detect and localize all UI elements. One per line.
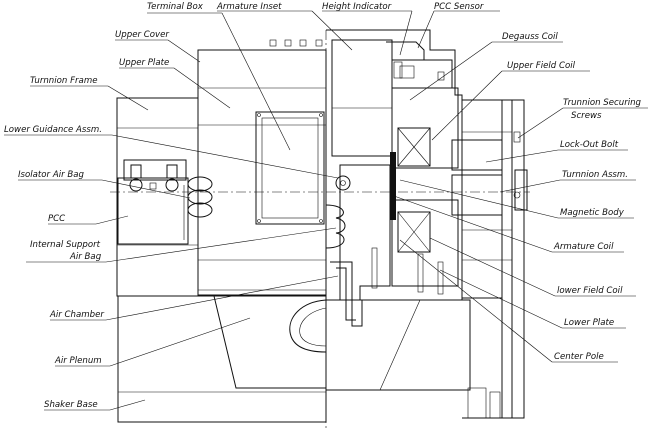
label-turnnion-assm: Turnnion Assm. <box>562 170 628 180</box>
leader-lines <box>4 10 648 411</box>
cross-section <box>325 29 528 419</box>
center-pole <box>339 164 391 301</box>
label-armature-inset: Armature Inset <box>216 2 282 12</box>
label-degauss-coil: Degauss Coil <box>502 32 558 42</box>
label-air-chamber: Air Chamber <box>49 310 104 320</box>
label-lock-out-bolt: Lock-Out Bolt <box>560 140 619 150</box>
lower-field-coil-body <box>391 199 459 287</box>
air-plenum-shape <box>213 295 326 389</box>
label-air-plenum: Air Plenum <box>54 356 102 366</box>
bolts <box>371 247 444 295</box>
label-lower-field-coil: lower Field Coil <box>557 286 623 296</box>
label-armature-coil: Armature Coil <box>553 242 614 252</box>
label-screws: Screws <box>571 111 602 121</box>
armature-coil-band <box>390 152 396 220</box>
label-upper-field-coil: Upper Field Coil <box>507 61 576 71</box>
label-turnnion-frame: Turnnion Frame <box>30 76 97 86</box>
label-upper-plate: Upper Plate <box>119 58 169 68</box>
label-pcc: PCC <box>48 214 65 224</box>
exterior-view <box>116 39 327 423</box>
air-chamber-channel <box>330 261 363 327</box>
label-height-indicator: Height Indicator <box>322 2 392 12</box>
label-center-pole: Center Pole <box>554 352 604 362</box>
label-air-bag: Air Bag <box>69 252 102 262</box>
isolator-air-bag <box>187 176 213 218</box>
pcc-connectors <box>123 159 187 192</box>
label-lower-plate: Lower Plate <box>564 318 614 328</box>
label-shaker-base: Shaker Base <box>44 400 98 410</box>
internal-support-air-bag <box>325 204 346 249</box>
label-trunnion-securing: Trunnion Securing <box>563 98 642 108</box>
label-magnetic-body: Magnetic Body <box>560 208 625 218</box>
label-upper-cover: Upper Cover <box>115 30 169 40</box>
label-terminal-box: Terminal Box <box>147 2 204 12</box>
label-internal-support: Internal Support <box>30 240 101 250</box>
label-lower-guidance: Lower Guidance Assm. <box>4 125 102 135</box>
terminal-box-panel <box>255 111 325 225</box>
label-pcc-sensor: PCC Sensor <box>434 2 484 12</box>
top-connectors <box>269 39 323 47</box>
labels: Terminal Box Armature Inset Height Indic… <box>4 2 642 410</box>
trunnion-assembly <box>451 99 528 419</box>
label-isolator-air-bag: Isolator Air Bag <box>18 170 85 180</box>
lower-guidance-roller <box>335 175 351 191</box>
